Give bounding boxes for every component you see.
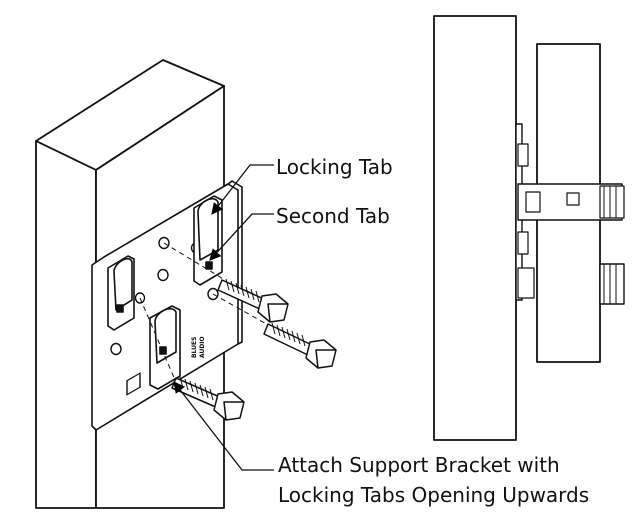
alignment-dashes — [139, 242, 271, 381]
center-locking-tab — [149, 305, 181, 390]
callout-second-tab: Second Tab — [276, 204, 390, 228]
brand-line-2: AUDIO — [199, 336, 206, 358]
lag-screw-middle — [263, 322, 337, 369]
lag-screw-upper — [217, 278, 289, 323]
callout-attach-line-2: Locking Tabs Opening Upwards — [278, 483, 590, 507]
side-view — [433, 15, 625, 441]
lag-screw-lower — [171, 376, 245, 421]
leader-attach-bracket — [173, 381, 274, 471]
leader-second-tab — [209, 213, 274, 261]
brand-line-1: BLUES — [191, 337, 198, 358]
leader-locking-tab — [211, 164, 274, 215]
callout-attach-line-1: Attach Support Bracket with — [278, 453, 560, 477]
callout-locking-tab: Locking Tab — [276, 155, 393, 179]
upper-locking-tab — [193, 195, 223, 286]
side-view-stud — [433, 15, 517, 441]
left-locking-tab — [107, 255, 135, 331]
bracket-brand-mark: BLUES AUDIO — [191, 336, 206, 358]
callout-leaders — [173, 164, 274, 471]
